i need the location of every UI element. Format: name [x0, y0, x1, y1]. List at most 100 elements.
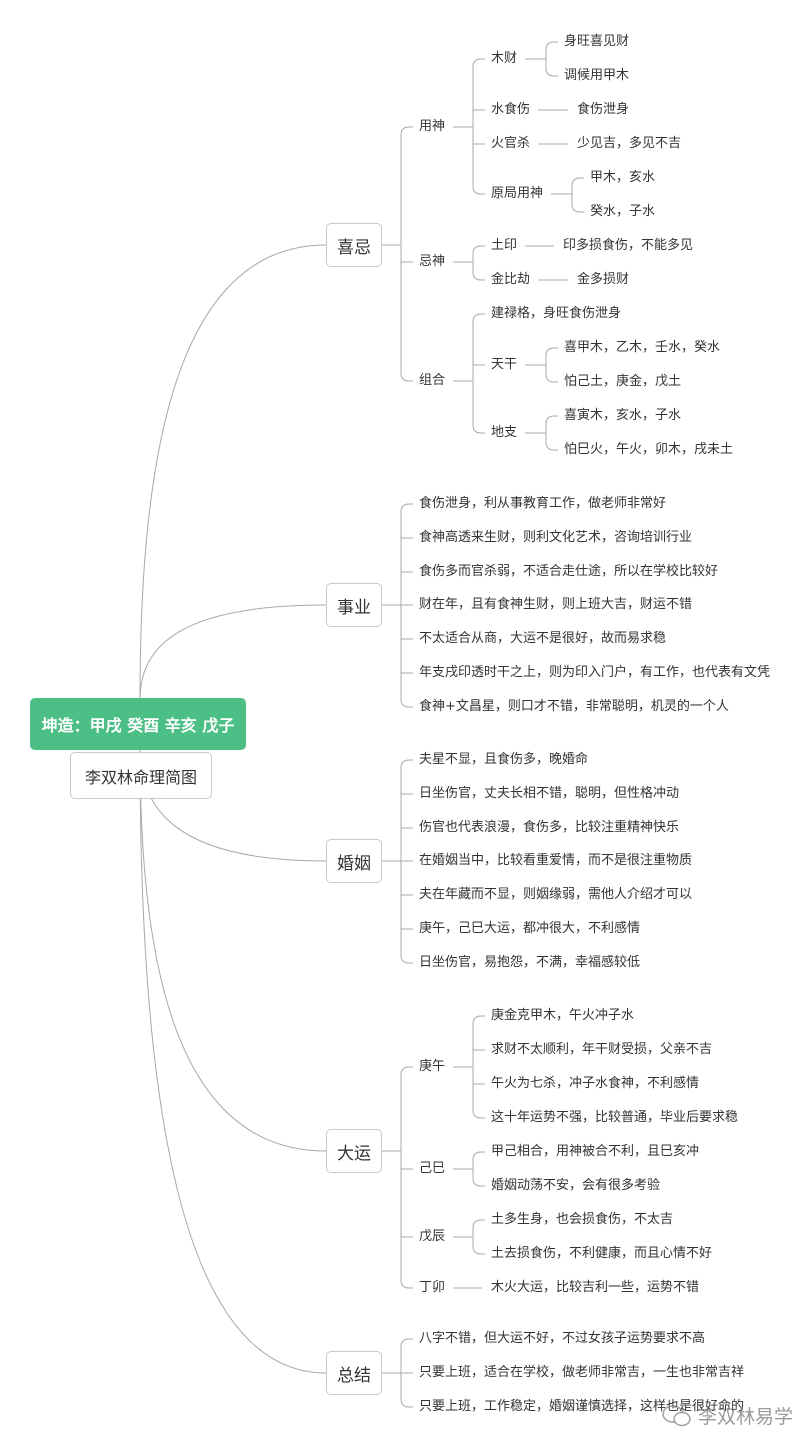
leaf-node[interactable]: 食伤多而官杀弱，不适合走仕途，所以在学校比较好	[419, 564, 718, 580]
topic-node[interactable]: 土印	[491, 238, 517, 254]
leaf-node[interactable]: 土去损食伤，不利健康，而且心情不好	[491, 1246, 712, 1262]
bracket	[545, 347, 555, 383]
bracket	[472, 1151, 482, 1187]
leaf-node[interactable]: 食神高透来生财，则利文化艺术，咨询培训行业	[419, 530, 692, 546]
map-title-node[interactable]: 李双林命理简图	[70, 752, 212, 799]
topic-node[interactable]: 组合	[419, 373, 445, 389]
leaf-node[interactable]: 木火大运，比较吉利一些，运势不错	[491, 1280, 699, 1296]
leaf-node[interactable]: 午火为七杀，冲子水食神，不利感情	[491, 1076, 699, 1092]
topic-node[interactable]: 己巳	[419, 1161, 445, 1177]
branch-node-喜忌[interactable]: 喜忌	[326, 223, 382, 267]
node-label: 忌神	[419, 254, 446, 269]
topic-node[interactable]: 戊辰	[419, 1229, 445, 1245]
leaf-node[interactable]: 年支戌印透时干之上，则为印入门户，有工作，也代表有文凭	[419, 665, 770, 681]
leaf-node[interactable]: 印多损食伤，不能多见	[563, 238, 693, 254]
node-label: 建禄格，身旺食伤泄身	[491, 306, 622, 321]
leaf-node[interactable]: 夫星不显，且食伤多，晚婚命	[419, 752, 588, 768]
topic-node[interactable]: 原局用神	[491, 186, 543, 202]
leaf-node[interactable]: 喜甲木，乙木，壬水，癸水	[564, 340, 720, 356]
root-connector	[139, 604, 327, 701]
leaf-node[interactable]: 只要上班，工作稳定，婚姻谨慎选择，这样也是很好命的	[419, 1399, 744, 1415]
root-connector	[139, 244, 327, 701]
topic-node[interactable]: 庚午	[419, 1059, 445, 1075]
leaf-node[interactable]: 身旺喜见财	[564, 34, 629, 50]
bracket	[400, 1066, 410, 1289]
leaf-node[interactable]: 伤官也代表浪漫，食伤多，比较注重精神快乐	[419, 820, 679, 836]
topic-node[interactable]: 水食伤	[491, 102, 530, 118]
leaf-node[interactable]: 日坐伤官，丈夫长相不错，聪明，但性格冲动	[419, 786, 679, 802]
node-label: 金比劫	[491, 272, 531, 287]
leaf-node[interactable]: 喜寅木，亥水，子水	[564, 408, 681, 424]
leaf-node[interactable]: 财在年，且有食神生财，则上班大吉，财运不错	[419, 597, 692, 613]
leaf-node[interactable]: 食伤泄身，利从事教育工作，做老师非常好	[419, 496, 666, 512]
bracket	[545, 415, 555, 451]
leaf-node[interactable]: 金多损财	[577, 272, 629, 288]
leaf-node[interactable]: 少见吉，多见不吉	[577, 136, 681, 152]
leaf-node[interactable]: 在婚姻当中，比较看重爱情，而不是很注重物质	[419, 853, 692, 869]
node-label: 木火大运，比较吉利一些，运势不错	[491, 1280, 700, 1295]
leaf-node[interactable]: 怕己土，庚金，戊土	[564, 374, 681, 390]
leaf-node[interactable]: 怕巳火，午火，卯木，戌未土	[564, 442, 733, 458]
branch-node-事业[interactable]: 事业	[326, 583, 382, 627]
node-label: 食神高透来生财，则利文化艺术，咨询培训行业	[419, 530, 693, 545]
bracket	[400, 126, 410, 382]
leaf-node[interactable]: 甲木，亥水	[590, 170, 655, 186]
root-node[interactable]: 坤造：甲戌 癸酉 辛亥 戊子	[30, 698, 246, 750]
node-label: 喜忌	[337, 237, 371, 258]
map-title: 李双林命理简图	[84, 767, 197, 787]
leaf-node[interactable]: 这十年运势不强，比较普通，毕业后要求稳	[491, 1110, 738, 1126]
node-label: 组合	[419, 373, 446, 388]
node-label: 食伤泄身，利从事教育工作，做老师非常好	[419, 496, 667, 511]
node-label: 土多生身，也会损食伤，不太吉	[491, 1212, 674, 1227]
topic-node[interactable]: 忌神	[419, 254, 445, 270]
node-label: 八字不错，但大运不好，不过女孩子运势要求不高	[419, 1331, 706, 1346]
topic-node[interactable]: 用神	[419, 119, 445, 135]
node-label: 庚午	[419, 1059, 446, 1074]
node-label: 印多损食伤，不能多见	[563, 238, 694, 253]
leaf-node[interactable]: 夫在年藏而不显，则姻缘弱，需他人介绍才可以	[419, 887, 692, 903]
topic-node[interactable]: 丁卯	[419, 1280, 445, 1296]
leaf-node[interactable]: 八字不错，但大运不好，不过女孩子运势要求不高	[419, 1331, 705, 1347]
leaf-node[interactable]: 土多生身，也会损食伤，不太吉	[491, 1212, 673, 1228]
node-label: 事业	[337, 597, 371, 618]
node-label: 夫星不显，且食伤多，晚婚命	[419, 752, 589, 767]
topic-node[interactable]: 木财	[491, 51, 517, 67]
bracket	[545, 41, 555, 77]
topic-node[interactable]: 地支	[491, 425, 517, 441]
leaf-node[interactable]: 建禄格，身旺食伤泄身	[491, 306, 621, 322]
topic-node[interactable]: 金比劫	[491, 272, 530, 288]
leaf-node[interactable]: 不太适合从商，大运不是很好，故而易求稳	[419, 631, 666, 647]
leaf-node[interactable]: 甲己相合，用神被合不利，且巳亥冲	[491, 1144, 699, 1160]
branch-node-总结[interactable]: 总结	[326, 1351, 382, 1395]
branch-node-大运[interactable]: 大运	[326, 1129, 382, 1173]
node-label: 喜寅木，亥水，子水	[564, 408, 682, 423]
node-label: 地支	[491, 425, 518, 440]
node-label: 日坐伤官，易抱怨，不满，幸福感较低	[419, 955, 641, 970]
bracket	[472, 1219, 482, 1255]
leaf-node[interactable]: 癸水，子水	[590, 204, 655, 220]
leaf-node[interactable]: 食神+文昌星，则口才不错，非常聪明，机灵的一个人	[419, 699, 729, 715]
leaf-node[interactable]: 庚午，己巳大运，都冲很大，不利感情	[419, 921, 640, 937]
node-label: 土印	[491, 238, 518, 253]
leaf-node[interactable]: 庚金克甲木，午火冲子水	[491, 1008, 634, 1024]
branch-node-婚姻[interactable]: 婚姻	[326, 839, 382, 883]
node-label: 财在年，且有食神生财，则上班大吉，财运不错	[419, 597, 693, 612]
node-label: 这十年运势不强，比较普通，毕业后要求稳	[491, 1110, 739, 1125]
bracket	[472, 1015, 482, 1119]
leaf-node[interactable]: 日坐伤官，易抱怨，不满，幸福感较低	[419, 955, 640, 971]
leaf-node[interactable]: 食伤泄身	[577, 102, 629, 118]
topic-node[interactable]: 天干	[491, 357, 517, 373]
leaf-node[interactable]: 调候用甲木	[564, 68, 629, 84]
node-label: 婚姻	[337, 853, 371, 874]
leaf-node[interactable]: 求财不太顺利，年干财受损，父亲不吉	[491, 1042, 712, 1058]
node-label: 木财	[491, 51, 518, 66]
node-label: 火官杀	[491, 136, 531, 151]
node-label: 土去损食伤，不利健康，而且心情不好	[491, 1246, 713, 1261]
leaf-node[interactable]: 只要上班，适合在学校，做老师非常吉，一生也非常吉祥	[419, 1365, 744, 1381]
leaf-node[interactable]: 婚姻动荡不安，会有很多考验	[491, 1178, 660, 1194]
node-label: 癸水，子水	[590, 204, 656, 219]
bracket	[472, 245, 482, 281]
node-label: 大运	[337, 1143, 371, 1164]
topic-node[interactable]: 火官杀	[491, 136, 530, 152]
